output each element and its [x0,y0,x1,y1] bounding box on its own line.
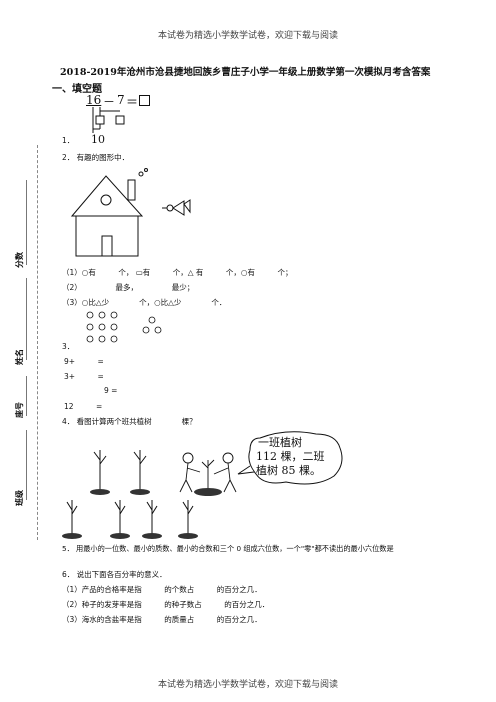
flowers-figure [86,311,162,343]
bubble-line-1: 一班植树 [258,436,302,449]
q3-row-4: 12 = [64,402,103,411]
section-fill-blanks: 一、填空题 [52,84,102,95]
q1-minuend: 16 [86,93,102,107]
bubble-line-2: 112 棵，二班 [256,450,325,463]
q1-subtrahend: 7 [117,93,125,107]
q2-line-2: （2） 最多， 最少； [62,283,195,292]
q1-minus: － [103,95,116,109]
class-label: 班级 [14,490,24,506]
q1-ten: 10 [91,133,105,146]
q6-stem: 6． 说出下面各百分率的意义． [62,570,167,579]
paper-title: 2018-2019年沧州市沧县捷地回族乡曹庄子小学一年级上册数学第一次模拟月考含… [60,67,431,78]
q1-split-diagram [92,107,125,133]
q3-row-1: 9+ = [64,357,104,366]
binding-line [37,145,38,540]
name-label: 姓名 [14,349,24,365]
q6-line-1: （1）产品的合格率是指 的个数占 的百分之几． [62,585,262,594]
q4-stem: 4． 看图计算两个班共植树 棵？ [62,417,197,426]
q3-number: 3． [62,342,75,351]
speech-bubble [237,431,343,485]
seat-label: 座号 [14,402,24,418]
name-blank [26,278,27,360]
bubble-line-3: 植树 85 棵。 [256,464,321,477]
q1-answer-box [139,95,150,106]
q1-equals: ＝ [126,95,139,109]
page-header: 本试卷为精选小学数学试卷，欢迎下载与阅读 [157,31,338,41]
house-figure [70,168,148,257]
seat-blank [26,376,27,416]
kids-planting-figure [179,452,237,496]
trees-figure [62,450,198,539]
q1-number: 1． [62,136,75,145]
q6-line-2: （2）种子的发芽率是指 的种子数占 的百分之几． [62,600,270,609]
score-label: 分数 [14,252,24,268]
q2-line-3: （3）○比△少 个，○比△少 个． [62,298,227,307]
q2-stem: 2． 有趣的图形中． [62,153,130,162]
page-footer: 本试卷为精选小学数学试卷，欢迎下载与阅读 [157,680,338,690]
q5-stem: 5． 用最小的一位数、最小的质数、最小的合数和三个 0 组成六位数，一个"零"都… [62,544,394,553]
q3-row-3: 9 = [104,386,118,395]
bird-figure [162,199,191,216]
q3-row-2: 3+ = [64,372,104,381]
class-blank [26,430,27,500]
score-blank [26,180,27,265]
q6-line-3: （3）海水的含盐率是指 的质量占 的百分之几． [62,615,262,624]
q2-line-1: （1）○有 个， ▭有 个，△ 有 个，○有 个； [62,268,293,277]
